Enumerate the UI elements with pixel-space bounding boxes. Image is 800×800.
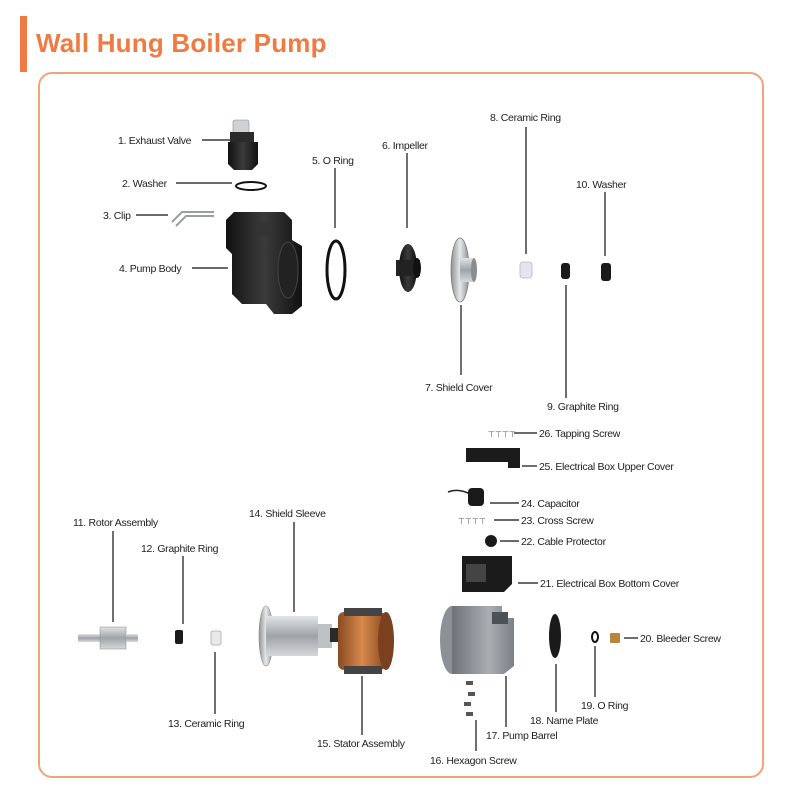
part-label-name-plate: 18. Name Plate [530,715,599,727]
washer-icon [601,263,611,281]
exhaust-valve-icon [228,120,258,170]
part-label-electrical-box-bottom-cover: 21. Electrical Box Bottom Cover [540,578,680,590]
part-label-hexagon-screw: 16. Hexagon Screw [430,755,517,767]
clip-icon [172,212,214,226]
ceramic-ring-icon [520,262,532,278]
hexagon-screw-icon [464,681,475,716]
part-label-impeller: 6. Impeller [382,140,429,152]
part-label-capacitor: 24. Capacitor [521,498,580,510]
o-ring-icon [592,632,598,642]
part-label-exhaust-valve: 1. Exhaust Valve [118,135,192,147]
pump-barrel-icon [440,606,514,674]
tapping-screw-icon: ⊤⊤⊤⊤ [488,430,516,439]
part-label-cross-screw: 23. Cross Screw [521,515,594,527]
part-label-rotor-assembly: 11. Rotor Assembly [73,517,159,529]
part-label-ceramic-ring-8: 8. Ceramic Ring [490,112,561,124]
graphite-ring-icon [561,263,570,279]
part-label-bleeder-screw: 20. Bleeder Screw [640,633,721,645]
rotor-assembly-icon [78,627,138,649]
stator-assembly-icon [338,608,394,674]
part-label-washer-2: 2. Washer [122,178,168,190]
bleeder-screw-icon [610,633,620,643]
electrical-box-bottom-icon [462,556,512,592]
part-label-graphite-ring-9: 9. Graphite Ring [547,401,619,413]
impeller-icon [396,244,421,292]
electrical-box-upper-icon [466,448,520,468]
capacitor-icon [448,488,484,506]
part-label-o-ring-5: 5. O Ring [312,155,354,167]
cable-protector-icon [485,535,497,547]
part-label-cable-protector: 22. Cable Protector [521,536,607,548]
name-plate-icon [549,614,561,658]
part-label-clip: 3. Clip [103,210,131,222]
part-label-washer-10: 10. Washer [576,179,627,191]
part-label-stator-assembly: 15. Stator Assembly [317,738,406,750]
graphite-ring-icon [175,630,183,644]
pump-body-icon [226,212,302,314]
part-label-o-ring-19: 19. O Ring [581,700,629,712]
part-label-electrical-box-upper-cover: 25. Electrical Box Upper Cover [539,461,674,473]
part-label-shield-sleeve: 14. Shield Sleeve [249,508,326,520]
part-label-graphite-ring-12: 12. Graphite Ring [141,543,219,555]
part-label-pump-barrel: 17. Pump Barrel [486,730,557,742]
o-ring-icon [327,241,345,299]
cross-screw-icon: ⊤⊤⊤⊤ [458,517,486,526]
ceramic-ring-icon [211,631,221,645]
shield-sleeve-icon [259,606,338,666]
part-label-ceramic-ring-13: 13. Ceramic Ring [168,718,245,730]
part-label-tapping-screw: 26. Tapping Screw [539,428,621,440]
washer-ring-icon [236,182,266,190]
part-label-shield-cover: 7. Shield Cover [425,382,493,394]
part-label-pump-body: 4. Pump Body [119,263,182,275]
shield-cover-icon [451,238,477,302]
